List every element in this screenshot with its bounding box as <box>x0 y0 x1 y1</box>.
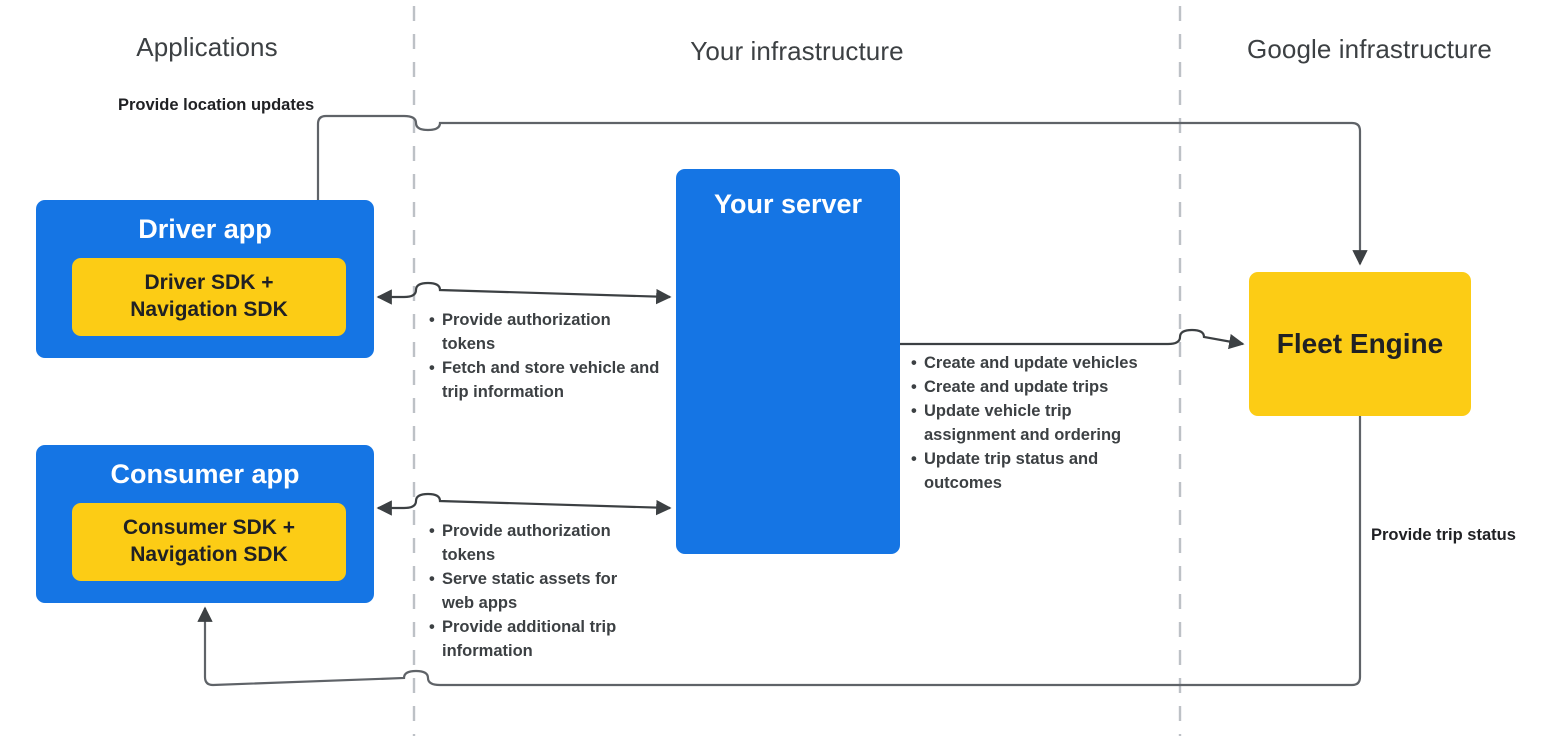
wire-server-fleet-engine <box>900 328 1245 350</box>
driver-app-title: Driver app <box>138 214 272 244</box>
fleet-engine-title: Fleet Engine <box>1276 328 1444 359</box>
your-server-title: Your server <box>713 189 863 219</box>
node-driver-app[interactable]: Driver app Driver SDK + Navigation SDK <box>36 200 374 358</box>
consumer-sdk-label: Consumer SDK + Navigation SDK <box>122 516 296 566</box>
bullet-item: Serve static assets for web apps <box>429 568 641 616</box>
bullets-driver-to-server: Provide authorization tokens Fetch and s… <box>429 309 661 405</box>
bullet-item: Fetch and store vehicle and trip informa… <box>429 357 661 405</box>
node-your-server[interactable]: Your server <box>676 169 900 554</box>
bullet-item: Provide authorization tokens <box>429 520 641 568</box>
node-consumer-app[interactable]: Consumer app Consumer SDK + Navigation S… <box>36 445 374 603</box>
column-heading-google-infrastructure: Google infrastructure <box>1247 34 1492 64</box>
consumer-sdk-box[interactable]: Consumer SDK + Navigation SDK <box>72 503 346 581</box>
driver-sdk-label: Driver SDK + Navigation SDK <box>130 271 288 321</box>
bullets-consumer-to-server: Provide authorization tokens Serve stati… <box>429 520 641 664</box>
driver-sdk-box[interactable]: Driver SDK + Navigation SDK <box>72 258 346 336</box>
label-provide-location-updates: Provide location updates <box>118 96 315 114</box>
consumer-app-title: Consumer app <box>110 459 300 489</box>
wire-consumer-server <box>376 492 672 516</box>
bullet-item: Update vehicle trip assignment and order… <box>911 400 1159 448</box>
bullet-item: Create and update trips <box>911 376 1159 400</box>
label-provide-trip-status: Provide trip status <box>1371 526 1516 544</box>
bullet-item: Provide additional trip information <box>429 616 641 664</box>
node-fleet-engine[interactable]: Fleet Engine <box>1249 272 1471 416</box>
wire-driver-server <box>376 281 672 305</box>
bullet-item: Provide authorization tokens <box>429 309 661 357</box>
column-heading-your-infrastructure: Your infrastructure <box>690 36 904 66</box>
column-heading-applications: Applications <box>136 32 278 62</box>
bullet-item: Update trip status and outcomes <box>911 448 1159 496</box>
bullet-item: Create and update vehicles <box>911 352 1159 376</box>
bullets-server-to-fleet-engine: Create and update vehicles Create and up… <box>911 352 1159 496</box>
